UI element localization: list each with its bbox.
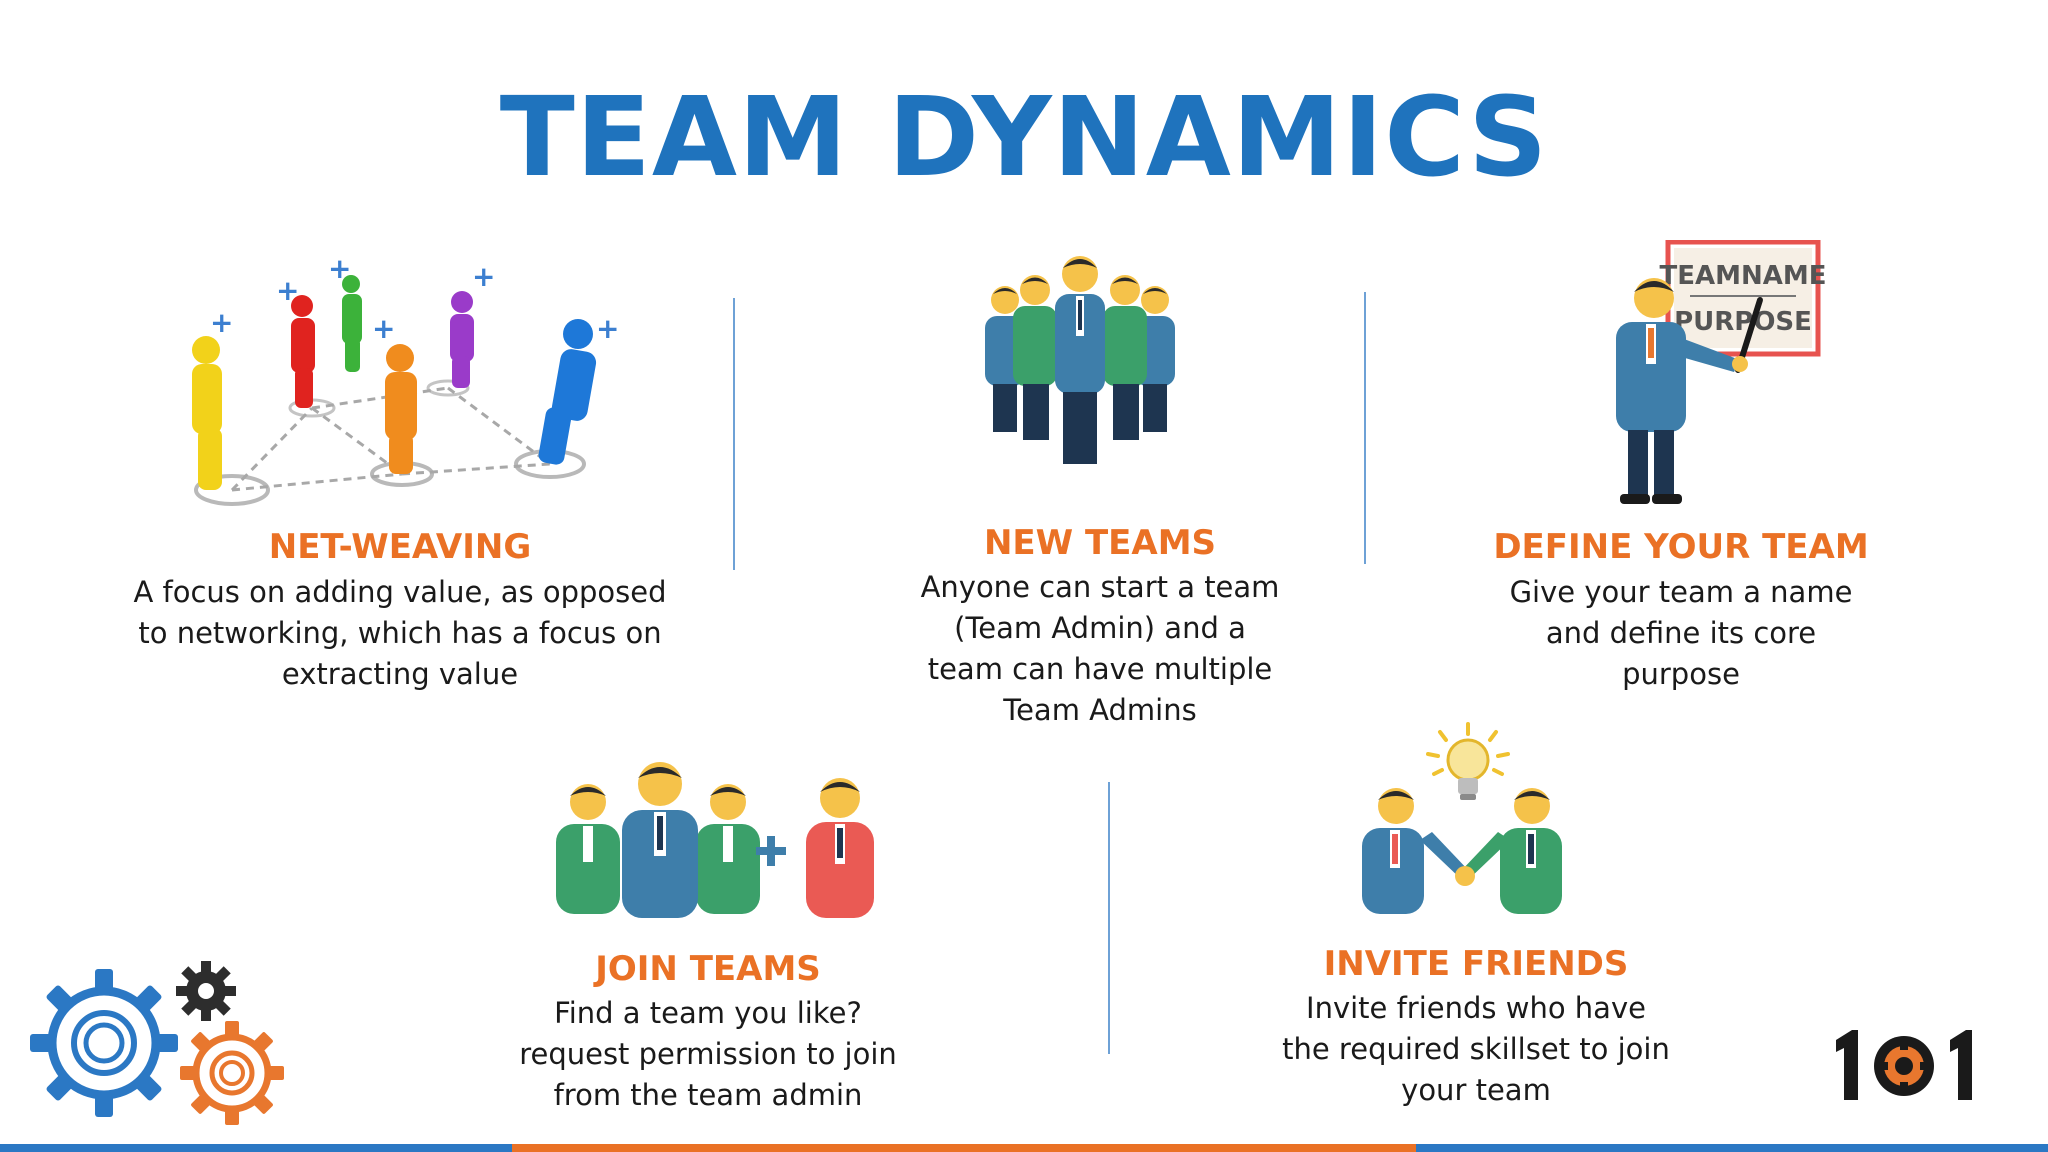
presenter-icon: TEAMNAME PURPOSE <box>1600 240 1830 510</box>
net-weaving-description: A focus on adding value, as opposed to n… <box>133 575 667 691</box>
divider-line <box>1364 292 1366 564</box>
svg-text:+: + <box>472 260 495 293</box>
new-teams-heading: NEW TEAMS <box>983 523 1217 563</box>
bottom-accent-bar <box>0 1144 2048 1152</box>
network-people-icon: + + + + + + <box>180 258 620 528</box>
group-icon <box>975 252 1185 482</box>
divider-line <box>1108 782 1110 1054</box>
svg-text:+: + <box>596 312 619 345</box>
invite-friends-heading: INVITE FRIENDS <box>1323 944 1629 984</box>
board-line1: TEAMNAME <box>1659 261 1826 291</box>
define-your-team-description: Give your team a name and define its cor… <box>1509 575 1853 691</box>
svg-text:+: + <box>372 312 395 345</box>
join-group-icon <box>548 752 888 922</box>
invite-friends-description: Invite friends who have the required ski… <box>1282 991 1670 1107</box>
board-line2: PURPOSE <box>1674 307 1812 337</box>
new-teams-description: Anyone can start a team (Team Admin) and… <box>920 570 1280 727</box>
handshake-idea-icon <box>1350 720 1580 920</box>
join-teams-description: Find a team you like? request permission… <box>519 996 897 1112</box>
svg-text:+: + <box>210 306 233 339</box>
svg-text:+: + <box>276 274 299 307</box>
logo <box>1832 1026 1982 1106</box>
net-weaving-heading: NET-WEAVING <box>268 527 532 567</box>
join-teams-heading: JOIN TEAMS <box>595 949 821 989</box>
divider-line <box>733 298 735 570</box>
define-your-team-heading: DEFINE YOUR TEAM <box>1493 527 1869 567</box>
page-title: TEAM DYNAMICS <box>499 73 1549 201</box>
gears-icon <box>18 955 288 1135</box>
svg-text:+: + <box>328 258 351 285</box>
